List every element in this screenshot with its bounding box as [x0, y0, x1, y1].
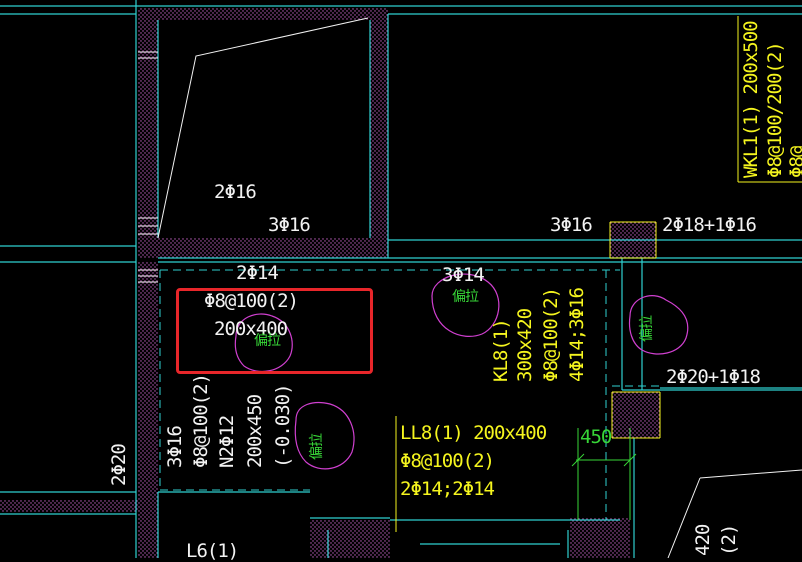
label-left-2phi20[interactable]: 2Φ20	[108, 444, 130, 486]
label-wkl1-line3[interactable]: Φ8@	[786, 146, 802, 178]
label-left-col3[interactable]: N2Φ12	[216, 415, 238, 468]
label-top-3phi14[interactable]: 3Φ14	[442, 264, 485, 286]
label-sel-offset[interactable]: 偏拉	[254, 333, 281, 349]
label-left-col5[interactable]: (-0.030)	[272, 384, 294, 468]
label-kl8-line1[interactable]: KL8(1)	[490, 319, 512, 382]
label-bottom-right2[interactable]: (2)	[718, 524, 740, 556]
dashed-lines-group	[159, 269, 660, 520]
label-kl8-line3[interactable]: Φ8@100(2)	[540, 288, 562, 382]
label-ll8-line3[interactable]: 2Φ14;2Φ14	[400, 478, 495, 500]
label-right-2phi20[interactable]: 2Φ20+1Φ18	[666, 366, 761, 388]
label-bottom-l6[interactable]: L6(1)	[186, 540, 239, 562]
label-right-offset[interactable]: 偏拉	[639, 316, 655, 342]
yellow-lines-group	[395, 16, 802, 532]
revision-clouds-group	[234, 273, 689, 470]
label-dim-450[interactable]: 450	[580, 426, 612, 448]
label-left-offset[interactable]: 偏拉	[309, 434, 325, 460]
label-left-col4[interactable]: 200x450	[244, 394, 266, 468]
white-lines-group	[138, 17, 802, 558]
label-kl8-line2[interactable]: 300x420	[514, 308, 536, 382]
label-sel-size[interactable]: 200x400	[214, 318, 288, 340]
label-left-col2[interactable]: Φ8@100(2)	[190, 374, 212, 468]
label-mid-3phi16[interactable]: 3Φ16	[550, 214, 593, 236]
label-bottom-right1[interactable]: 420	[692, 524, 714, 556]
dimension-group	[571, 428, 637, 520]
label-mid-offset[interactable]: 偏拉	[452, 289, 479, 305]
label-wkl1-line2[interactable]: Φ8@100/200(2)	[764, 42, 786, 178]
label-top-2phi16[interactable]: 2Φ16	[214, 181, 257, 203]
wall-hatch-group	[0, 8, 660, 558]
label-sel-stirrup[interactable]: Φ8@100(2)	[204, 290, 299, 312]
label-wkl1-line1[interactable]: WKL1(1) 200x500	[740, 21, 762, 178]
selection-highlight-box[interactable]	[176, 288, 373, 374]
label-left-col1[interactable]: 3Φ16	[164, 426, 186, 468]
label-ll8-line2[interactable]: Φ8@100(2)	[400, 450, 495, 472]
label-sel-2phi14[interactable]: 2Φ14	[236, 262, 279, 284]
label-top-3phi16[interactable]: 3Φ16	[268, 214, 311, 236]
label-ll8-line1[interactable]: LL8(1) 200x400	[400, 422, 547, 444]
label-kl8-line4[interactable]: 4Φ14;3Φ16	[566, 288, 588, 382]
label-right-2phi18[interactable]: 2Φ18+1Φ16	[662, 214, 757, 236]
